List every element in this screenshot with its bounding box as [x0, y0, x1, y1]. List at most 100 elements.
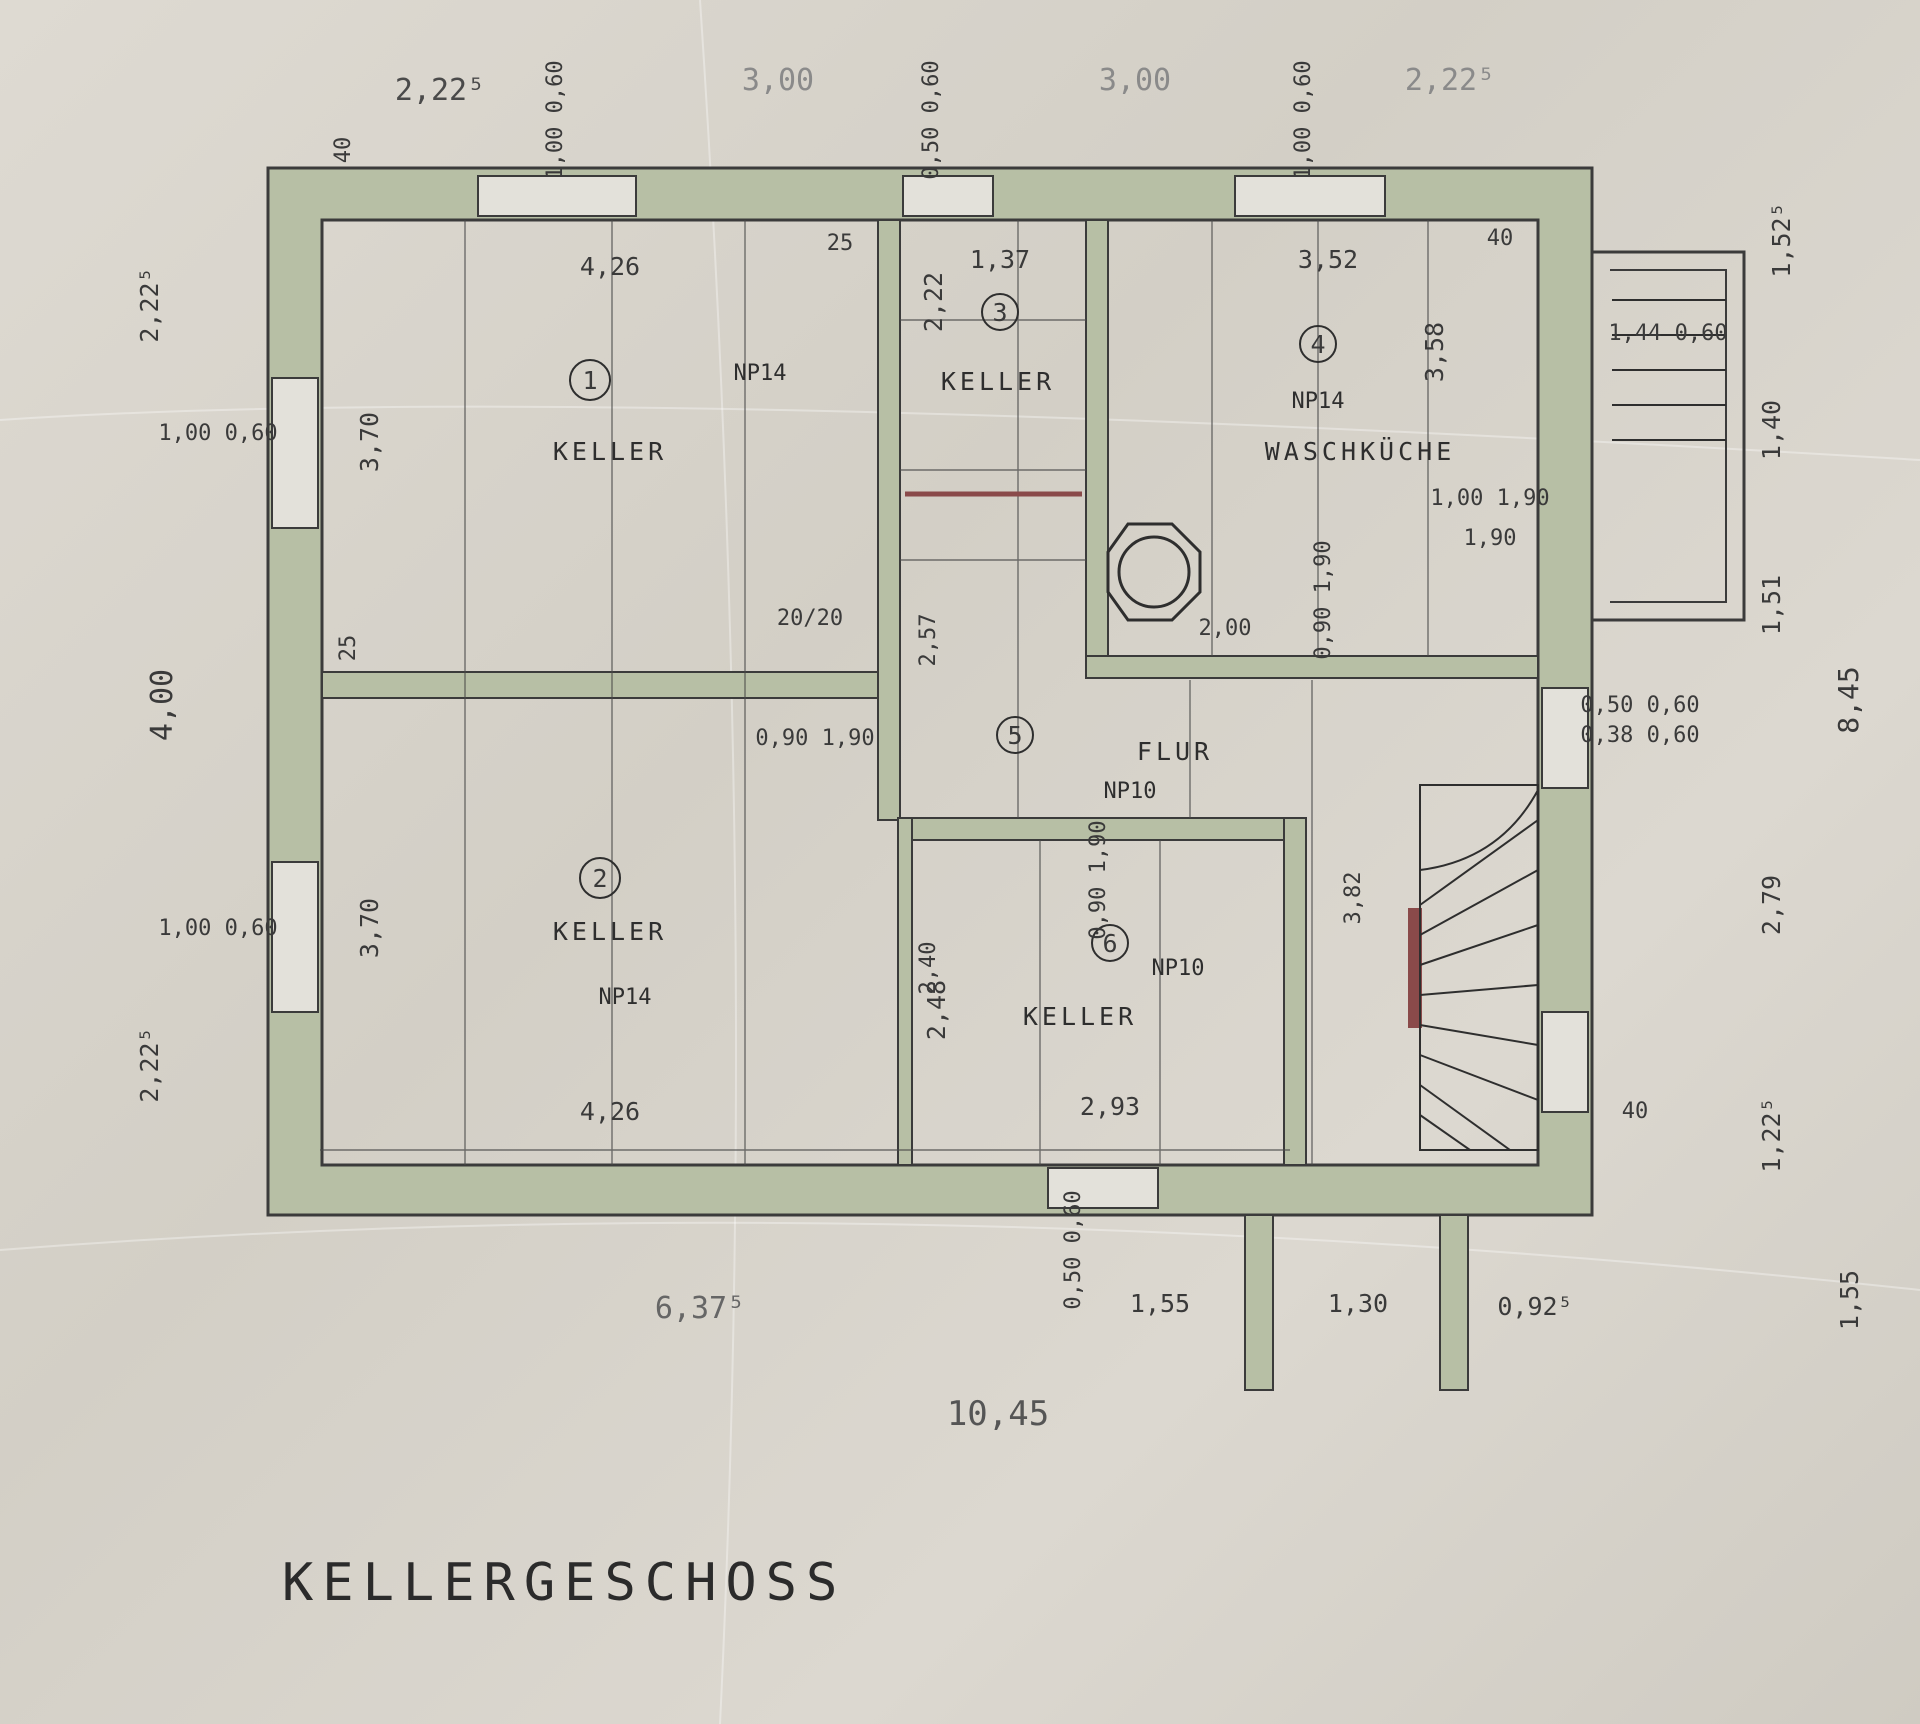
- room-name-5: FLUR: [1137, 737, 1213, 766]
- right-dimensions: 1,52⁵ 1,40 1,51 8,45 2,79 1,22⁵ 1,55: [1757, 202, 1865, 1330]
- misc-dim-6: 1,90: [1464, 526, 1517, 551]
- window-right-1: [1541, 687, 1589, 789]
- room-number-5: 5: [1007, 721, 1022, 750]
- wall-thk-1: 40: [331, 137, 356, 164]
- wall-keller6-left: [897, 817, 913, 1166]
- misc-dim-7: 1,44 0,60: [1608, 321, 1727, 346]
- room-dimensions: 4,26 4,26 1,37 3,52 2,93 3,70 3,70 2,22 …: [355, 245, 1449, 1126]
- room-1-depth: 3,70: [355, 412, 384, 472]
- dim-right-1: 1,52⁵: [1767, 202, 1796, 277]
- windows: [271, 175, 1589, 1209]
- room-1-width: 4,26: [580, 252, 640, 281]
- window-dim-right: 0,50 0,60: [1580, 693, 1699, 718]
- room-level-6: NP10: [1152, 956, 1205, 981]
- room-name-3: KELLER: [941, 367, 1055, 396]
- window-dim-top-1: 1,00 0,60: [543, 60, 568, 179]
- room-name-1: KELLER: [553, 437, 667, 466]
- window-left-2: [271, 861, 319, 1013]
- misc-dim-2: 0,90 1,90: [755, 726, 874, 751]
- dim-right-6: 1,55: [1835, 1270, 1864, 1330]
- boiler-symbol: [1106, 522, 1202, 622]
- dim-total: 10,45: [947, 1394, 1049, 1434]
- dim-left-3: 2,22⁵: [135, 1027, 164, 1102]
- room-4-depth: 3,58: [1420, 322, 1449, 382]
- bottom-dimensions: 6,37⁵ 1,55 1,30 0,92⁵ 10,45: [655, 1289, 1573, 1434]
- room-number-6: 6: [1102, 929, 1117, 958]
- window-right-2: [1541, 1011, 1589, 1113]
- window-dim-left-1: 1,00 0,60: [158, 421, 277, 446]
- wall-thickness-labels: 40 25 40 25 40: [331, 137, 1648, 1124]
- wall-center-vertical: [877, 219, 901, 821]
- door-stair-edge: [1408, 908, 1422, 1028]
- misc-dim-10: 2,40: [916, 942, 941, 995]
- dim-bottom-4: 0,92⁵: [1497, 1292, 1572, 1321]
- room-number-circles: [569, 293, 1337, 962]
- walls: [266, 166, 1746, 1391]
- room-name-2: KELLER: [553, 917, 667, 946]
- room-names: KELLER KELLER KELLER WASCHKÜCHE FLUR KEL…: [553, 367, 1451, 1031]
- outer-wall: [266, 166, 1594, 1217]
- entrance-stair-inner: [1610, 269, 1727, 603]
- misc-dim-9: 3,82: [1341, 872, 1366, 925]
- dim-bottom-3: 1,30: [1328, 1289, 1388, 1318]
- misc-dim-chimney: 20/20: [777, 606, 843, 631]
- dim-right-2: 1,40: [1757, 400, 1786, 460]
- dim-right-total: 8,45: [1832, 666, 1865, 733]
- entrance-stair-box: [1592, 250, 1746, 622]
- dim-right-4: 2,79: [1757, 875, 1786, 935]
- projection-left: [1244, 1214, 1274, 1391]
- internal-stair: [1419, 784, 1539, 1151]
- window-left-1: [271, 377, 319, 529]
- misc-dim-11: 0,90 1,90: [1086, 820, 1111, 939]
- window-dim-left-2: 1,00 0,60: [158, 916, 277, 941]
- dim-bottom-2: 1,55: [1130, 1289, 1190, 1318]
- misc-dim-5: 1,00 1,90: [1430, 486, 1549, 511]
- misc-dim-3: 2,00: [1199, 616, 1252, 641]
- wall-keller3-right: [1085, 219, 1109, 669]
- wall-thk-3: 40: [1487, 226, 1514, 251]
- window-dim-top-2: 0,50 0,60: [919, 60, 944, 179]
- wall-thk-4: 25: [336, 635, 361, 662]
- wall-keller6-right: [1283, 817, 1307, 1166]
- left-dimensions: 2,22⁵ 4,00 2,22⁵: [135, 267, 180, 1102]
- misc-dim-4: 0,90 1,90: [1311, 540, 1336, 659]
- drawing-title: KELLERGESCHOSS: [282, 1553, 846, 1613]
- dim-left-2: 4,00: [145, 669, 180, 741]
- room-6-depth: 2,48: [922, 980, 951, 1040]
- window-top-3: [1234, 175, 1386, 217]
- misc-dim-8: 0,38 0,60: [1580, 723, 1699, 748]
- top-dimensions: 2,22⁵ 3,00 3,00 2,22⁵: [395, 63, 1495, 108]
- dim-right-5: 1,22⁵: [1757, 1097, 1786, 1172]
- doors: [905, 491, 1422, 1028]
- room-number-2: 2: [592, 864, 607, 893]
- room-3-depth: 2,22: [919, 272, 948, 332]
- window-bottom: [1047, 1167, 1159, 1209]
- window-dim-bottom: 0,50 0,60: [1061, 1190, 1086, 1309]
- dim-top-1: 2,22⁵: [395, 73, 485, 108]
- window-dimensions: 1,00 0,60 0,50 0,60 1,00 0,60 1,00 0,60 …: [158, 60, 1699, 1309]
- room-numbers: 1 2 3 4 5 6: [582, 298, 1325, 958]
- room-level-1: NP14: [734, 361, 787, 386]
- construction-lines: [320, 220, 1429, 1165]
- misc-dimensions: 20/20 2,57 0,90 1,90 2,00 0,90 1,90 1,00…: [755, 321, 1727, 994]
- room-number-1: 1: [582, 366, 597, 395]
- dim-right-3: 1,51: [1757, 575, 1786, 635]
- room-6-width: 2,93: [1080, 1092, 1140, 1121]
- wall-thk-5: 40: [1622, 1099, 1649, 1124]
- wall-keller-divider: [321, 671, 883, 699]
- room-level-2: NP14: [599, 985, 652, 1010]
- room-3-width: 1,37: [970, 245, 1030, 274]
- dim-left-1: 2,22⁵: [135, 267, 164, 342]
- dim-top-4: 2,22⁵: [1405, 63, 1495, 98]
- dim-bottom-1: 6,37⁵: [655, 1291, 745, 1326]
- misc-dim-1: 2,57: [916, 614, 941, 667]
- room-level-5: NP10: [1104, 779, 1157, 804]
- room-4-width: 3,52: [1298, 245, 1358, 274]
- room-number-4: 4: [1310, 330, 1325, 359]
- projection-right: [1439, 1214, 1469, 1391]
- dim-top-2: 3,00: [742, 63, 814, 98]
- room-2-depth: 3,70: [355, 898, 384, 958]
- room-name-6: KELLER: [1023, 1002, 1137, 1031]
